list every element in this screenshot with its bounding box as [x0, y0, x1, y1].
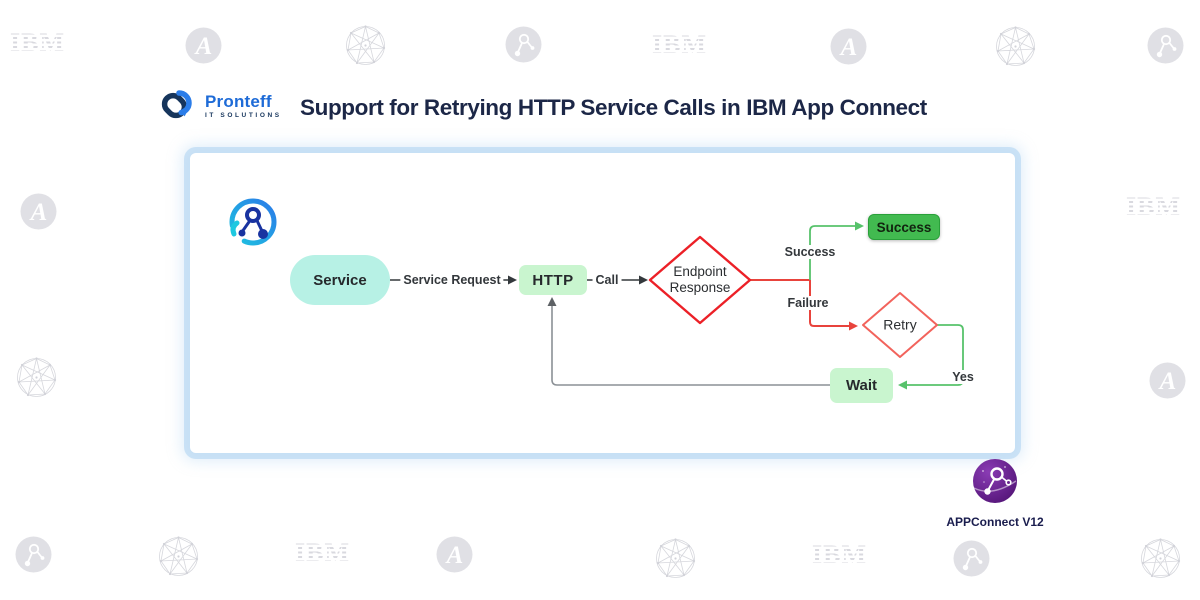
svg-text:A: A [445, 542, 464, 569]
arrowhead-retry-to-wait [898, 380, 907, 390]
svg-text:A: A [1158, 368, 1177, 395]
avaya-watermark-icon: A [185, 27, 222, 69]
pronteff-logo-icon [158, 84, 198, 129]
brand-name: Pronteff [205, 92, 272, 112]
appconnect-badge: APPConnect V12 [935, 458, 1055, 529]
svg-text:A: A [29, 199, 48, 226]
ibm-watermark-icon: IBM [295, 538, 350, 567]
app-connect-watermark-icon [953, 540, 990, 582]
appconnect-badge-label: APPConnect V12 [946, 515, 1044, 529]
avaya-watermark-icon: A [1149, 362, 1186, 404]
arrowhead-wait-to-http [547, 297, 557, 306]
svg-text:A: A [194, 33, 213, 60]
wait-node: Wait [830, 368, 893, 403]
avaya-watermark-icon: A [830, 28, 867, 70]
ibm-watermark-icon: IBM [652, 30, 707, 59]
brand-subtitle: IT SOLUTIONS [205, 112, 282, 120]
call-edge-label: Call [592, 273, 622, 287]
success-node: Success [868, 214, 940, 240]
arrowhead-service-to-http [508, 275, 517, 285]
network-globe-watermark-icon [343, 23, 388, 73]
diagram-panel: Service HTTP Success Wait Endpoint Respo… [190, 153, 1015, 453]
http-node: HTTP [519, 265, 587, 295]
appconnect-badge-icon [972, 458, 1018, 509]
yes-edge-label: Yes [949, 370, 977, 384]
arrowhead-success [855, 221, 864, 231]
service-node: Service [290, 255, 390, 305]
app-connect-watermark-icon [1147, 27, 1184, 69]
edge-success-branch [809, 225, 855, 280]
app-connect-watermark-icon [15, 536, 52, 578]
retry-label: Retry [883, 316, 917, 333]
edge-failure-branch [809, 280, 849, 327]
app-connect-icon [224, 195, 282, 256]
endpoint-response-label: Endpoint Response [669, 263, 731, 295]
network-globe-watermark-icon [653, 536, 698, 586]
edge-wait-to-http [551, 306, 830, 386]
network-globe-watermark-icon [993, 24, 1038, 74]
ibm-watermark-icon: IBM [10, 28, 65, 57]
ibm-watermark-icon: IBM [1126, 192, 1181, 221]
network-globe-watermark-icon [1138, 536, 1183, 586]
page-title: Support for Retrying HTTP Service Calls … [300, 95, 927, 120]
ibm-watermark-icon: IBM [812, 540, 867, 569]
flow-connectors [390, 221, 964, 390]
service-request-edge-label: Service Request [400, 273, 504, 287]
failure-edge-label: Failure [784, 296, 832, 310]
avaya-watermark-icon: A [20, 193, 57, 235]
success-edge-label: Success [781, 245, 839, 259]
app-connect-watermark-icon [505, 26, 542, 68]
svg-text:A: A [839, 34, 858, 61]
arrowhead-http-to-endpoint [639, 275, 648, 285]
network-globe-watermark-icon [156, 534, 201, 584]
endpoint-response-diamond [648, 235, 752, 325]
avaya-watermark-icon: A [436, 536, 473, 578]
arrowhead-failure [849, 321, 858, 331]
pronteff-logo: Pronteff IT SOLUTIONS [158, 84, 282, 129]
retry-diamond [862, 292, 938, 358]
edge-retry-to-wait [907, 324, 964, 386]
network-globe-watermark-icon [14, 355, 59, 405]
